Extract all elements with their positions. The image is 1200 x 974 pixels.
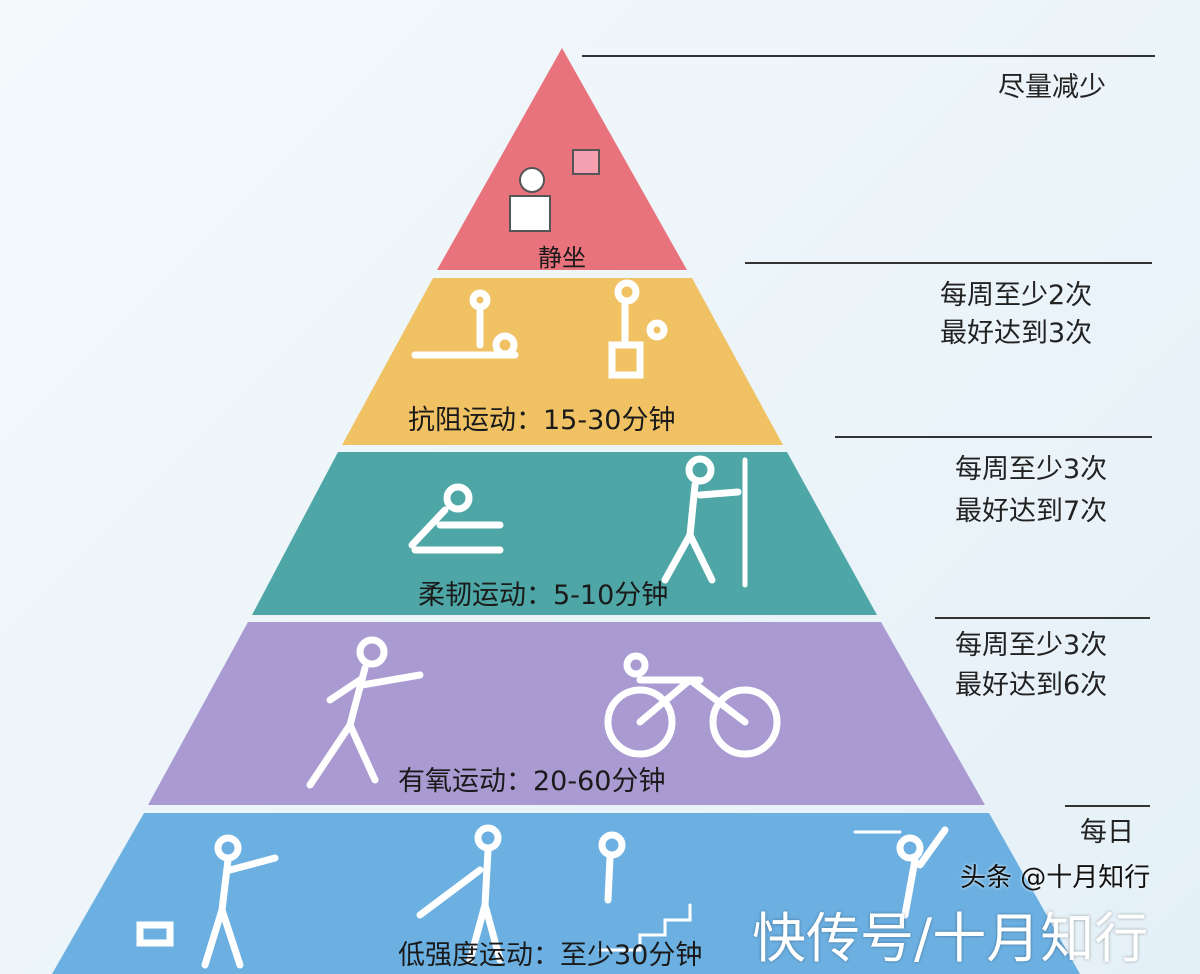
level-label: 有氧运动：20-60分钟 [398,766,666,797]
level-label: 柔韧运动：5-10分钟 [418,580,669,611]
frequency-text: 最好达到6次 [955,670,1108,701]
frequency-text: 每日 [1080,817,1134,848]
running-icon [306,636,424,789]
frequency-text: 每周至少2次 [940,280,1093,311]
level-label: 抗阻运动：15-30分钟 [408,405,676,436]
dog-walking-icon [136,834,279,969]
dumbbell-curl-icon [608,279,668,379]
frequency-text: 每周至少3次 [955,630,1108,661]
watermark-small: 头条 @十月知行 [960,863,1151,893]
frequency-text: 每周至少3次 [955,454,1108,485]
wall-stretch-icon [661,455,748,588]
stair-climbing-icon [598,831,692,952]
level-aerobic [148,622,985,805]
divider-lines [582,55,1155,807]
frequency-text: 最好达到7次 [955,496,1108,527]
level-resistance [342,278,783,445]
frequency-text: 最好达到3次 [940,318,1093,349]
bench-press-icon [411,289,519,359]
sitting-person-icon [509,167,551,232]
level-sedentary [437,48,687,270]
frequency-text: 尽量减少 [998,72,1106,103]
level-label: 低强度运动：至少30分钟 [398,940,703,971]
golf-icon [853,826,949,919]
cycling-icon [604,652,781,758]
vacuuming-icon [416,824,504,964]
level-low-intensity [52,813,1080,974]
watermark-large: 快传号/十月知行 [752,907,1149,970]
level-label: 静坐 [538,244,586,272]
tv-icon [572,149,600,175]
stretching-icon [408,483,504,554]
